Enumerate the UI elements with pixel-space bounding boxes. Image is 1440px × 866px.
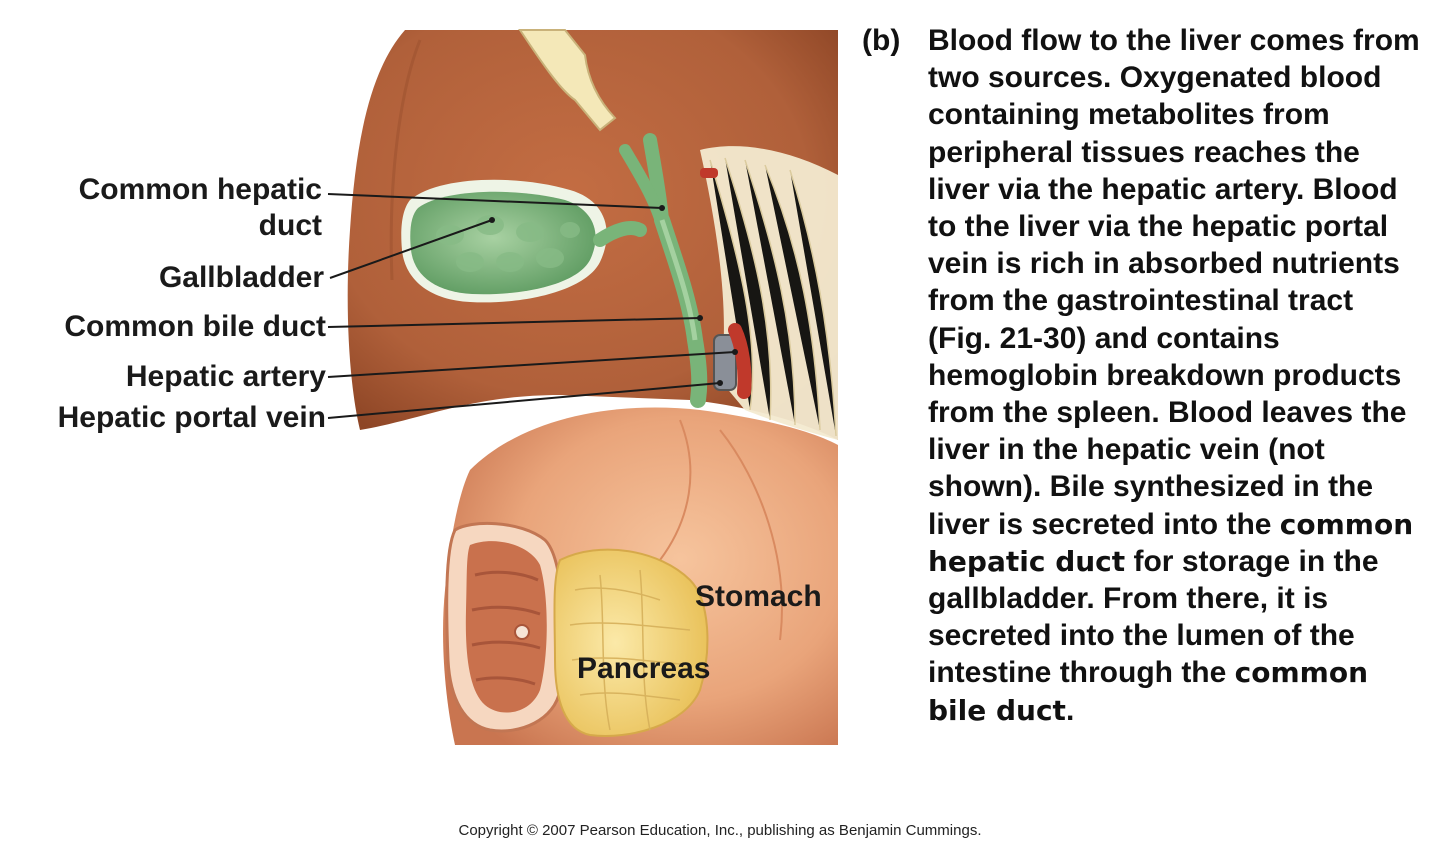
caption-tag: (b) xyxy=(862,24,901,57)
hepatic-artery-shape xyxy=(728,323,752,399)
label-pancreas: Pancreas xyxy=(577,652,711,685)
caption-body: Blood flow to the liver comes from two s… xyxy=(928,22,1422,729)
caption-text-1: Blood flow to the liver comes from two s… xyxy=(928,24,1420,541)
caption-term-common-bile-duct: common bile duct xyxy=(928,656,1369,727)
caption-text-2: for storage in the gallbladder. From the… xyxy=(928,544,1379,690)
label-common-hepatic-duct-line2: duct xyxy=(258,209,322,242)
leader-hepatic-portal-vein xyxy=(327,382,721,419)
label-hepatic-portal-vein: Hepatic portal vein xyxy=(57,401,326,434)
label-common-hepatic-duct-line1: Common hepatic xyxy=(78,173,322,206)
label-hepatic-artery: Hepatic artery xyxy=(125,360,326,393)
leader-common-hepatic-duct xyxy=(327,193,663,209)
leader-hepatic-artery xyxy=(327,351,736,378)
copyright-notice: Copyright © 2007 Pearson Education, Inc.… xyxy=(458,822,982,839)
ligament-shape xyxy=(518,29,617,132)
label-stomach: Stomach xyxy=(695,580,822,613)
leader-gallbladder xyxy=(329,219,493,279)
liver-anatomy-illustration xyxy=(327,29,838,745)
leader-common-bile-duct xyxy=(327,317,701,328)
label-gallbladder: Gallbladder xyxy=(158,261,324,294)
caption-term-common-hepatic-duct: common hepatic duct xyxy=(928,507,1414,578)
label-common-bile-duct: Common bile duct xyxy=(64,310,326,343)
label-common-hepatic-duct: Common hepatic duct xyxy=(20,172,322,244)
caption-text-3: . xyxy=(1065,693,1075,727)
pancreas-shape xyxy=(553,548,709,737)
hepatic-portal-vein-shape xyxy=(713,334,737,391)
